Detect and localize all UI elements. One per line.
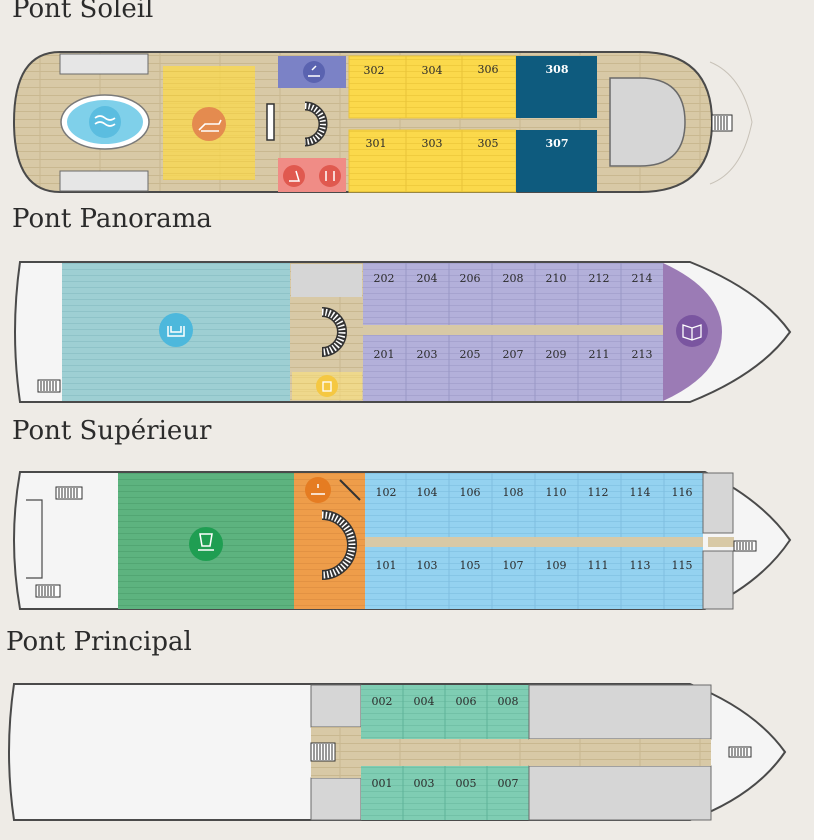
staircase <box>321 510 357 580</box>
cabin-number: 004 <box>414 695 435 708</box>
cabin-number: 203 <box>417 348 438 361</box>
cabin-number: 113 <box>630 559 651 572</box>
cabin-number: 104 <box>417 486 438 499</box>
cabin-number: 207 <box>503 348 524 361</box>
cabin-number: 001 <box>372 777 393 790</box>
deck-title-superieur: Pont Supérieur <box>12 416 212 446</box>
cabin-number: 109 <box>546 559 567 572</box>
cabin-number: 302 <box>364 64 385 77</box>
cabin[interactable] <box>461 129 517 193</box>
cabin-number: 115 <box>672 559 693 572</box>
cabin-number: 303 <box>422 137 443 150</box>
suite[interactable] <box>516 56 597 118</box>
cabin-number: 106 <box>460 486 481 499</box>
cabin-number: 304 <box>422 64 443 77</box>
cabin-number: 208 <box>503 272 524 285</box>
cabin-number: 111 <box>588 559 609 572</box>
cabin-number: 214 <box>632 272 653 285</box>
cabin-number: 305 <box>478 137 499 150</box>
cabin-number: 206 <box>460 272 481 285</box>
cabin-number: 008 <box>498 695 519 708</box>
deck-soleil: 302 304 306 308 301 303 305 307 <box>12 51 753 193</box>
cabin-number: 204 <box>417 272 438 285</box>
restaurant-chef-icon <box>189 527 223 561</box>
luggage-icon <box>316 375 338 397</box>
cabin-number: 102 <box>376 486 397 499</box>
cabin-number: 107 <box>503 559 524 572</box>
reception-icon <box>305 477 331 503</box>
cabin-number: 006 <box>456 695 477 708</box>
cabin-number: 213 <box>632 348 653 361</box>
cabin-number: 202 <box>374 272 395 285</box>
cabin-number: 114 <box>630 486 651 499</box>
staircase <box>304 101 328 147</box>
cabin-number: 103 <box>417 559 438 572</box>
cabin-number: 308 <box>546 63 569 76</box>
cabin-number: 210 <box>546 272 567 285</box>
cabin-number: 301 <box>366 137 387 150</box>
cabin[interactable] <box>405 55 463 119</box>
cabin[interactable] <box>348 129 407 193</box>
cabin-number: 205 <box>460 348 481 361</box>
cabin[interactable] <box>405 129 463 193</box>
staircase <box>321 307 347 357</box>
hair-salon-icon <box>319 165 341 187</box>
deck-principal: 002 004 006 008 001 003 005 007 <box>8 683 787 821</box>
cabin-number: 108 <box>503 486 524 499</box>
deck-title-panorama: Pont Panorama <box>12 204 212 234</box>
cabin-number: 212 <box>589 272 610 285</box>
pool-icon <box>89 106 121 138</box>
lounge-armchair-icon <box>159 313 193 347</box>
cabin-number: 201 <box>374 348 395 361</box>
cabin-number: 112 <box>588 486 609 499</box>
cabin-number: 007 <box>498 777 519 790</box>
cabin-number: 306 <box>478 63 499 76</box>
cabin-number: 101 <box>376 559 397 572</box>
cabin-number: 002 <box>372 695 393 708</box>
cabin-number: 105 <box>460 559 481 572</box>
suite[interactable] <box>516 130 597 192</box>
cabin-number: 307 <box>546 137 569 150</box>
cabin-number: 003 <box>414 777 435 790</box>
cabin[interactable] <box>461 55 517 119</box>
cabin[interactable] <box>348 55 407 119</box>
cabin-number: 110 <box>546 486 567 499</box>
fitness-icon <box>283 165 305 187</box>
cabin-number: 116 <box>672 486 693 499</box>
deck-panorama: 202 204 206 208 210 212 214 201 203 205 … <box>14 261 792 403</box>
cabin-number: 211 <box>589 348 610 361</box>
cabin-number: 005 <box>456 777 477 790</box>
deck-title-principal: Pont Principal <box>6 627 192 657</box>
deck-superieur: 102 104 106 108 110 112 114 116 101 103 … <box>13 471 792 610</box>
deck-title-soleil: Pont Soleil <box>12 0 154 24</box>
massage-icon <box>303 61 325 83</box>
cabin-number: 209 <box>546 348 567 361</box>
